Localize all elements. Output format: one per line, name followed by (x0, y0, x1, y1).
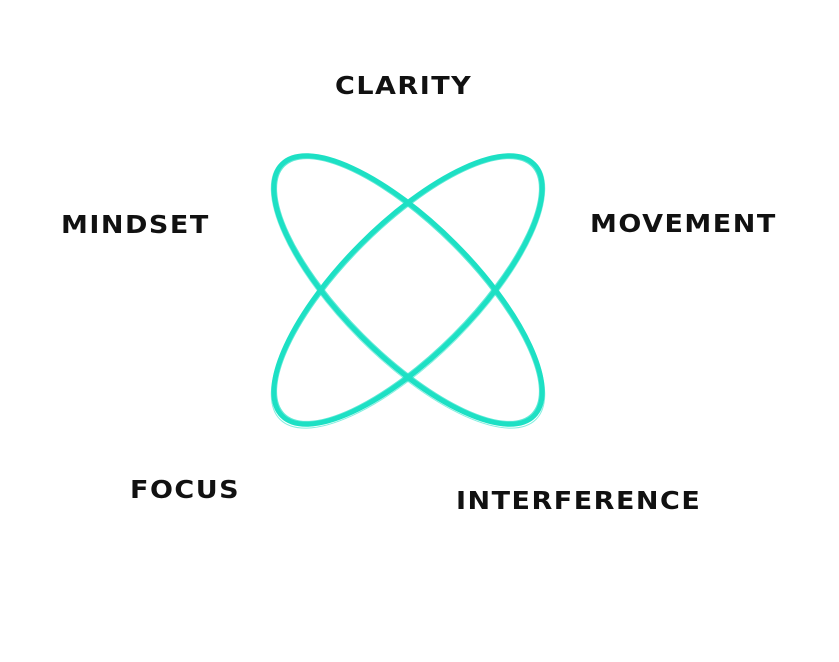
label-interference: INTERFERENCE (456, 487, 702, 516)
orbit-ellipse-1 (270, 153, 546, 429)
label-focus: FOCUS (130, 476, 241, 505)
label-mindset: MINDSET (61, 211, 210, 240)
label-movement: MOVEMENT (590, 210, 777, 239)
label-clarity: CLARITY (335, 72, 473, 101)
orbit-ellipse-2 (270, 153, 546, 429)
